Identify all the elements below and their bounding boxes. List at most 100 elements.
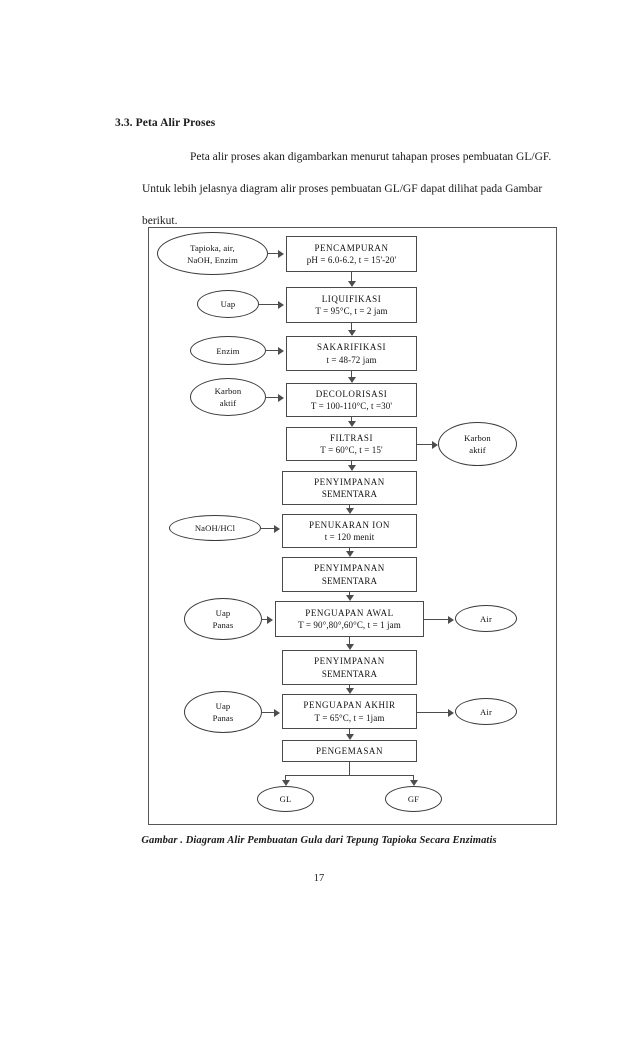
output-node-karbon-aktif: Karbon aktif bbox=[438, 422, 517, 466]
arrow-down-icon bbox=[345, 688, 354, 694]
connector-vertical bbox=[413, 775, 415, 780]
process-node-decolorisasi: DECOLORISASI T = 100-110°C, t =30' bbox=[286, 383, 417, 417]
arrow-right-icon bbox=[274, 708, 280, 717]
node-detail: T = 60°C, t = 15' bbox=[320, 445, 383, 455]
arrow-right-icon bbox=[278, 249, 284, 258]
arrow-down-icon bbox=[345, 595, 354, 601]
arrow-right-icon bbox=[278, 346, 284, 355]
arrow-right-icon bbox=[432, 440, 438, 449]
node-line-2: Panas bbox=[212, 713, 234, 723]
arrow-down-icon bbox=[347, 465, 356, 471]
node-detail: T = 100-110°C, t =30' bbox=[310, 401, 393, 411]
node-detail: SEMENTARA bbox=[321, 668, 378, 679]
process-node-penguapan-akhir: PENGUAPAN AKHIR T = 65°C, t = 1jam bbox=[282, 694, 417, 729]
node-line-1: Tapioka, air, bbox=[190, 242, 235, 253]
node-line-1: Air bbox=[480, 706, 492, 717]
input-node-bahan-baku: Tapioka, air, NaOH, Enzim bbox=[157, 232, 268, 275]
node-title: PENGUAPAN AKHIR bbox=[303, 700, 396, 710]
paragraph-2: Untuk lebih jelasnya diagram alir proses… bbox=[142, 183, 543, 195]
arrow-down-icon bbox=[345, 644, 354, 650]
arrow-down-icon bbox=[345, 734, 354, 740]
node-detail: T = 95°C, t = 2 jam bbox=[315, 306, 388, 316]
node-title: SAKARIFIKASI bbox=[316, 342, 387, 352]
process-node-penyimpanan-1: PENYIMPANAN SEMENTARA bbox=[282, 471, 417, 505]
arrow-right-icon bbox=[278, 393, 284, 402]
node-title: DECOLORISASI bbox=[315, 388, 388, 399]
node-detail: t = 120 menit bbox=[324, 532, 375, 542]
arrow-down-icon bbox=[345, 508, 354, 514]
arrow-right-icon bbox=[274, 524, 280, 533]
input-node-uap-panas-1: Uap Panas bbox=[184, 598, 262, 640]
input-node-uap-panas-2: Uap Panas bbox=[184, 691, 262, 733]
arrow-down-icon bbox=[409, 780, 418, 786]
node-line-1: Karbon bbox=[214, 386, 242, 396]
process-node-liquifikasi: LIQUIFIKASI T = 95°C, t = 2 jam bbox=[286, 287, 417, 323]
node-line-2: NaOH, Enzim bbox=[187, 254, 238, 265]
connector-vertical bbox=[349, 592, 351, 595]
paragraph-3: berikut. bbox=[142, 215, 178, 227]
input-node-enzim: Enzim bbox=[190, 336, 266, 365]
arrow-down-icon bbox=[347, 281, 356, 287]
connector-vertical bbox=[285, 775, 287, 780]
connector-vertical bbox=[349, 548, 351, 551]
figure-caption: Gambar . Diagram Alir Pembuatan Gula dar… bbox=[141, 835, 497, 846]
process-node-penyimpanan-2: PENYIMPANAN SEMENTARA bbox=[282, 557, 417, 592]
connector-horizontal bbox=[424, 619, 449, 621]
connector-vertical bbox=[351, 417, 353, 421]
arrow-down-icon bbox=[281, 780, 290, 786]
node-line-2: aktif bbox=[469, 445, 486, 455]
output-node-produk-gf: GF bbox=[385, 786, 442, 812]
arrow-down-icon bbox=[345, 551, 354, 557]
process-node-penguapan-awal: PENGUAPAN AWAL T = 90°,80°,60°C, t = 1 j… bbox=[275, 601, 424, 637]
arrow-right-icon bbox=[278, 300, 284, 309]
process-node-filtrasi: FILTRASI T = 60°C, t = 15' bbox=[286, 427, 417, 461]
paragraph-1: Peta alir proses akan digambarkan menuru… bbox=[190, 151, 552, 163]
node-line-1: Enzim bbox=[216, 345, 240, 356]
connector-horizontal bbox=[285, 775, 414, 777]
section-heading: 3.3. Peta Alir Proses bbox=[115, 117, 216, 129]
connector-horizontal bbox=[261, 712, 275, 714]
arrow-down-icon bbox=[347, 377, 356, 383]
connector-vertical bbox=[349, 685, 351, 688]
process-node-penukaran-ion: PENUKARAN ION t = 120 menit bbox=[282, 514, 417, 548]
connector-horizontal bbox=[260, 528, 275, 530]
process-node-pengemasan: PENGEMASAN bbox=[282, 740, 417, 762]
arrow-right-icon bbox=[448, 708, 454, 717]
process-node-sakarifikasi: SAKARIFIKASI t = 48-72 jam bbox=[286, 336, 417, 371]
connector-horizontal bbox=[267, 253, 279, 255]
node-line-1: Uap bbox=[220, 299, 236, 309]
connector-horizontal bbox=[265, 350, 279, 352]
node-title: LIQUIFIKASI bbox=[321, 293, 382, 304]
arrow-down-icon bbox=[347, 330, 356, 336]
connector-vertical bbox=[349, 762, 351, 776]
connector-vertical bbox=[351, 461, 353, 465]
node-detail: SEMENTARA bbox=[321, 575, 378, 586]
flowchart-figure: PENCAMPURAN pH = 6.0-6.2, t = 15'-20' LI… bbox=[148, 227, 557, 825]
arrow-down-icon bbox=[347, 421, 356, 427]
node-line-2: aktif bbox=[219, 398, 237, 408]
node-title: PENGEMASAN bbox=[315, 745, 383, 756]
node-line-2: Panas bbox=[212, 620, 234, 630]
node-detail: T = 65°C, t = 1jam bbox=[314, 712, 385, 723]
node-line-1: Karbon bbox=[464, 433, 491, 443]
node-line-1: Air bbox=[480, 613, 492, 624]
connector-horizontal bbox=[417, 444, 433, 446]
connector-vertical bbox=[349, 505, 351, 508]
output-node-air-1: Air bbox=[455, 605, 517, 632]
process-node-penyimpanan-3: PENYIMPANAN SEMENTARA bbox=[282, 650, 417, 685]
output-node-produk-gl: GL bbox=[257, 786, 314, 812]
node-title: PENGUAPAN AWAL bbox=[305, 607, 394, 618]
page-number: 17 bbox=[313, 873, 325, 884]
node-title: PENYIMPANAN bbox=[314, 563, 385, 573]
connector-vertical bbox=[351, 371, 353, 377]
node-title: PENUKARAN ION bbox=[309, 519, 390, 530]
node-title: PENCAMPURAN bbox=[314, 242, 389, 253]
connector-vertical bbox=[351, 272, 353, 281]
node-title: PENYIMPANAN bbox=[314, 476, 385, 487]
arrow-right-icon bbox=[267, 615, 273, 624]
connector-horizontal bbox=[265, 397, 279, 399]
connector-horizontal bbox=[417, 712, 449, 714]
node-line-1: Uap bbox=[215, 608, 231, 618]
node-line-1: NaOH/HCl bbox=[194, 523, 236, 533]
